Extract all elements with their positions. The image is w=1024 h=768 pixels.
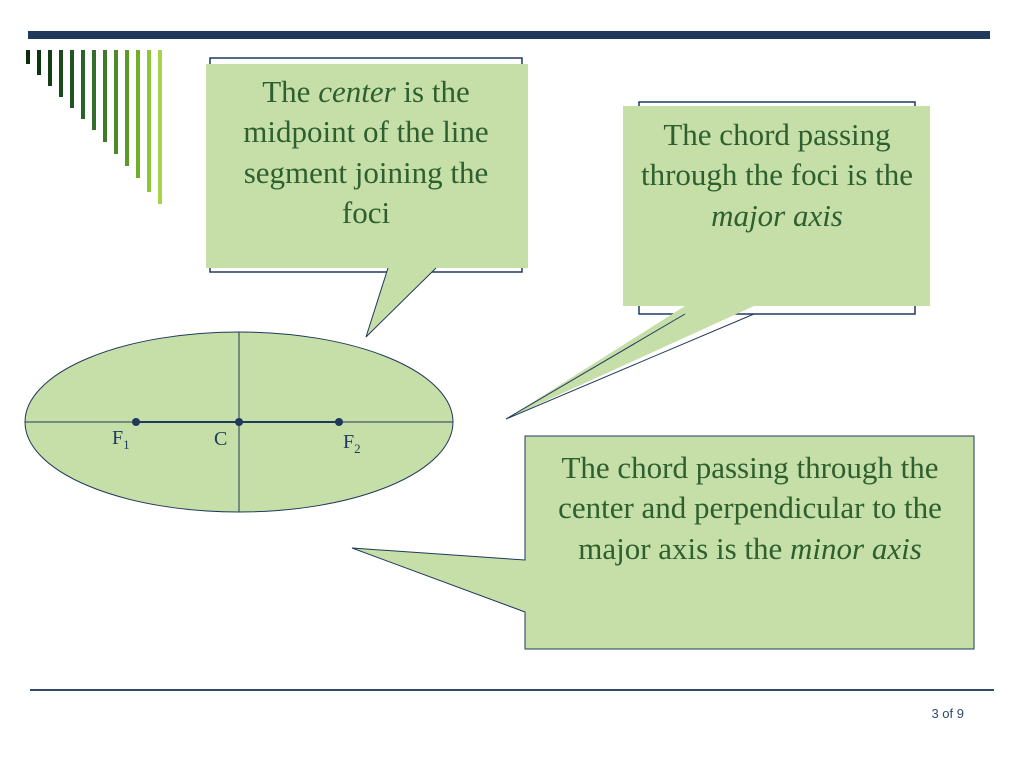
focus-2-point	[335, 418, 343, 426]
title-bar	[28, 31, 990, 39]
minor-callout-text: The chord passing through the center and…	[558, 450, 942, 566]
focus-1-point	[132, 418, 140, 426]
decorative-stripes	[26, 50, 162, 204]
center-label: C	[214, 428, 228, 450]
focus-1-label: F1	[112, 427, 130, 452]
minor-callout-box	[351, 435, 975, 650]
major-callout-text: The chord passing through the foci is th…	[640, 117, 914, 233]
center-callout-text: The center is the midpoint of the line s…	[243, 74, 489, 230]
footer-rule	[30, 689, 994, 691]
center-point	[235, 418, 243, 426]
focus-2-label: F2	[343, 431, 361, 456]
major-callout-box	[506, 106, 930, 419]
page-number: 3 of 9	[931, 706, 964, 721]
center-callout-box	[206, 64, 528, 337]
